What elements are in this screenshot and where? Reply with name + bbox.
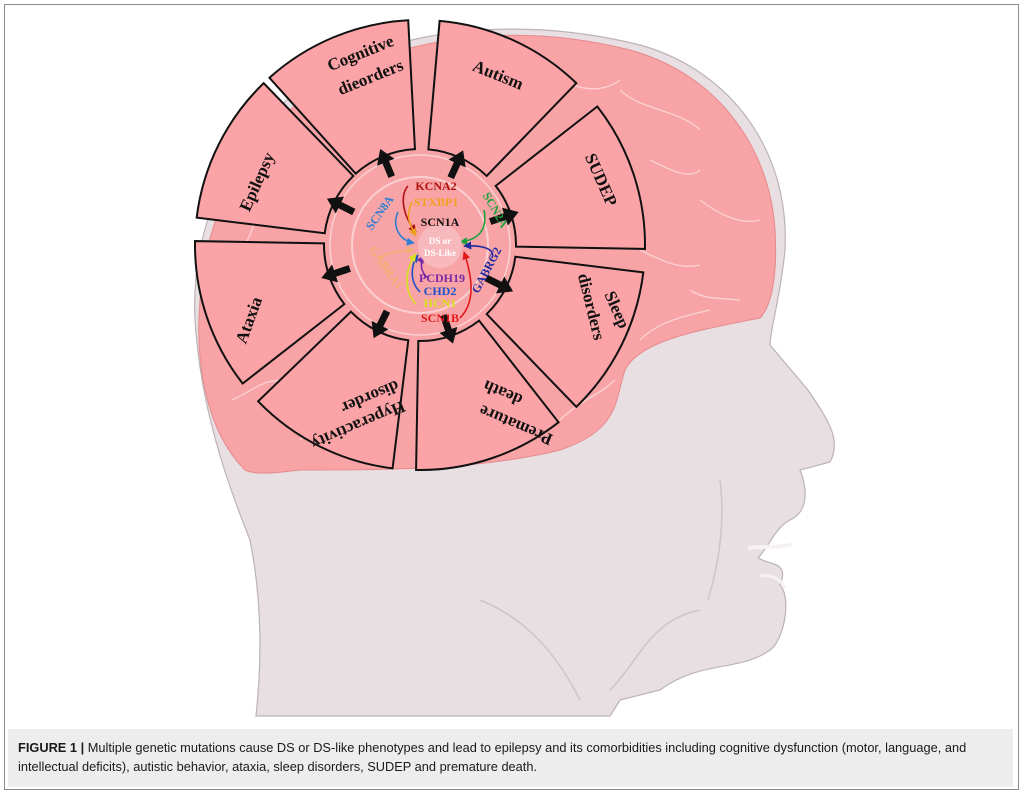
segment-hyperactivity <box>256 310 410 470</box>
connector-arrowhead-premature <box>439 326 458 344</box>
arrow-kcna2 <box>402 185 417 233</box>
center-label-line2: DS-Like <box>424 248 456 258</box>
center-core <box>418 224 462 268</box>
arrow-stxbp1 <box>407 201 417 237</box>
gene-hcn1: HCN1 <box>424 296 457 310</box>
arrow-scn8a <box>394 211 415 246</box>
arrow-gabrg2 <box>463 241 494 259</box>
caption-label: FIGURE 1 | <box>18 740 85 755</box>
connector-arrowhead-ataxia <box>321 264 339 283</box>
caption-text: Multiple genetic mutations cause DS or D… <box>18 740 967 774</box>
segment-sleep <box>485 255 645 409</box>
segment-epilepsy <box>195 81 355 235</box>
segment-ataxia <box>194 240 346 385</box>
arrow-hcn1 <box>406 253 417 305</box>
connector-arrowhead-cognitive <box>377 148 395 166</box>
arrow-scn1b <box>459 251 472 319</box>
connector-arrowhead-hyperactivity <box>371 320 389 339</box>
gene-kcna2: KCNA2 <box>415 179 456 193</box>
connector-arrowhead-sleep <box>495 276 514 294</box>
gene-arrows <box>377 185 494 319</box>
gene-scn1a: SCN1A <box>421 215 460 229</box>
connector-arrowhead-epilepsy <box>326 196 345 214</box>
arrow-scn2a <box>459 209 486 246</box>
center-label-line1: DS or <box>429 236 451 246</box>
arrow-gabra1 <box>377 246 415 259</box>
gene-scn1b: SCN1B <box>421 311 459 325</box>
middle-ring <box>329 154 511 336</box>
gene-chd2: CHD2 <box>424 284 457 298</box>
connector-arrowhead-autism <box>448 150 466 168</box>
segment-autism <box>427 19 578 178</box>
segment-premature <box>415 319 560 471</box>
segment-sudep <box>494 105 646 250</box>
segment-cognitive <box>268 19 417 176</box>
figure-caption: FIGURE 1 | Multiple genetic mutations ca… <box>8 729 1013 787</box>
inner-ring <box>351 176 489 314</box>
gene-stxbp1: STXBP1 <box>414 195 459 209</box>
connector-arrowhead-sudep <box>501 207 519 226</box>
gene-pcdh19: PCDH19 <box>419 271 465 285</box>
